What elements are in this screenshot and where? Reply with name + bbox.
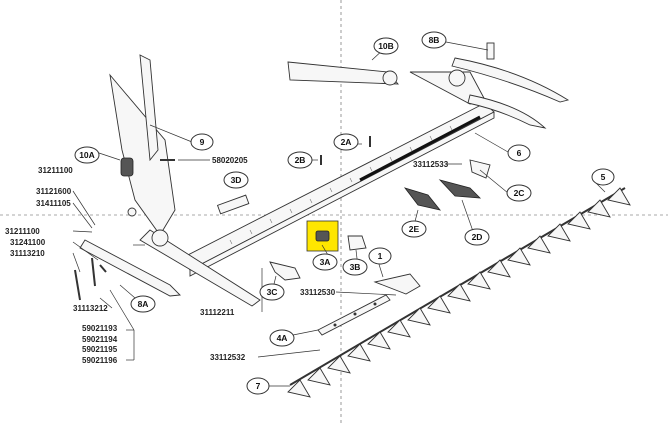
part-number-33112530: 33112530 [300, 288, 336, 297]
part-number-31411105: 31411105 [36, 199, 71, 208]
bubble-label: 3C [267, 287, 278, 297]
bubble-6: 6 [507, 144, 531, 162]
bubble-label: 8A [138, 299, 149, 309]
bubble-label: 5 [601, 172, 606, 182]
bubble-9: 9 [190, 133, 214, 151]
bubble-3A: 3A [312, 253, 338, 271]
cutter-bar [181, 102, 495, 277]
bubble-label: 6 [517, 148, 522, 158]
part-3B [347, 235, 367, 251]
bubble-label: 2C [514, 188, 525, 198]
divider-board [451, 42, 570, 129]
bolts [74, 136, 371, 301]
bubble-1: 1 [368, 247, 392, 265]
bubble-5: 5 [591, 168, 615, 186]
bubble-label: 2B [295, 155, 306, 165]
bubble-3D: 3D [223, 171, 249, 189]
shoe-frame [79, 54, 261, 307]
part-2C [469, 159, 491, 179]
bubble-2E: 2E [401, 220, 427, 238]
bubble-8B: 8B [421, 31, 447, 49]
bubble-label: 4A [277, 333, 288, 343]
bubble-label: 1 [378, 251, 383, 261]
part-3D [216, 194, 250, 215]
bubble-label: 2D [472, 232, 483, 242]
bubble-3C: 3C [259, 283, 285, 301]
bubble-2B: 2B [287, 151, 313, 169]
part-number-31211100: 31211100 [38, 166, 73, 175]
bubble-label: 3B [350, 262, 361, 272]
part-number-31241100: 31241100 [10, 238, 46, 247]
bubble-label: 8B [429, 35, 440, 45]
part-3C [269, 261, 301, 281]
part-number-33112533: 33112533 [413, 160, 449, 169]
part-2D [438, 179, 482, 199]
part-number-59021193: 59021193 [82, 324, 118, 333]
knife-back [317, 294, 391, 336]
part-2E [403, 187, 442, 211]
part-number-31121600: 31121600 [36, 187, 72, 196]
bubble-8A: 8A [130, 295, 156, 313]
part-number-59021196: 59021196 [82, 356, 118, 365]
part-3A-shape [315, 230, 330, 242]
bubble-10A: 10A [74, 146, 100, 164]
leader-lines [72, 41, 606, 387]
part-number-31112211: 31112211 [200, 308, 235, 317]
bubble-label: 3D [231, 175, 242, 185]
bubble-label: 3A [320, 257, 331, 267]
part-number-59021194: 59021194 [82, 335, 118, 344]
bubble-4A: 4A [269, 329, 295, 347]
part-number-59021195: 59021195 [82, 345, 118, 354]
bubble-2A: 2A [333, 133, 359, 151]
bubble-3B: 3B [342, 258, 368, 276]
part-number-33112532: 33112532 [210, 353, 246, 362]
bubble-label: 7 [256, 381, 261, 391]
rear-bar [287, 61, 486, 105]
bubble-label: 2A [341, 137, 352, 147]
part-number-31113210: 31113210 [10, 249, 45, 258]
part-number-31113212: 31113212 [73, 304, 108, 313]
bubble-2D: 2D [464, 228, 490, 246]
bubble-10B: 10B [373, 37, 399, 55]
clip-part-1 [373, 273, 421, 295]
bubble-label: 10A [79, 150, 95, 160]
part-number-58020205: 58020205 [212, 156, 248, 165]
bubble-2C: 2C [506, 184, 532, 202]
bubble-label: 9 [200, 137, 205, 147]
bubble-label: 10B [378, 41, 394, 51]
bubble-7: 7 [246, 377, 270, 395]
bubble-label: 2E [409, 224, 420, 234]
knife-sections-upper [287, 187, 631, 398]
part-number-31211100-b: 31211100 [5, 227, 40, 236]
